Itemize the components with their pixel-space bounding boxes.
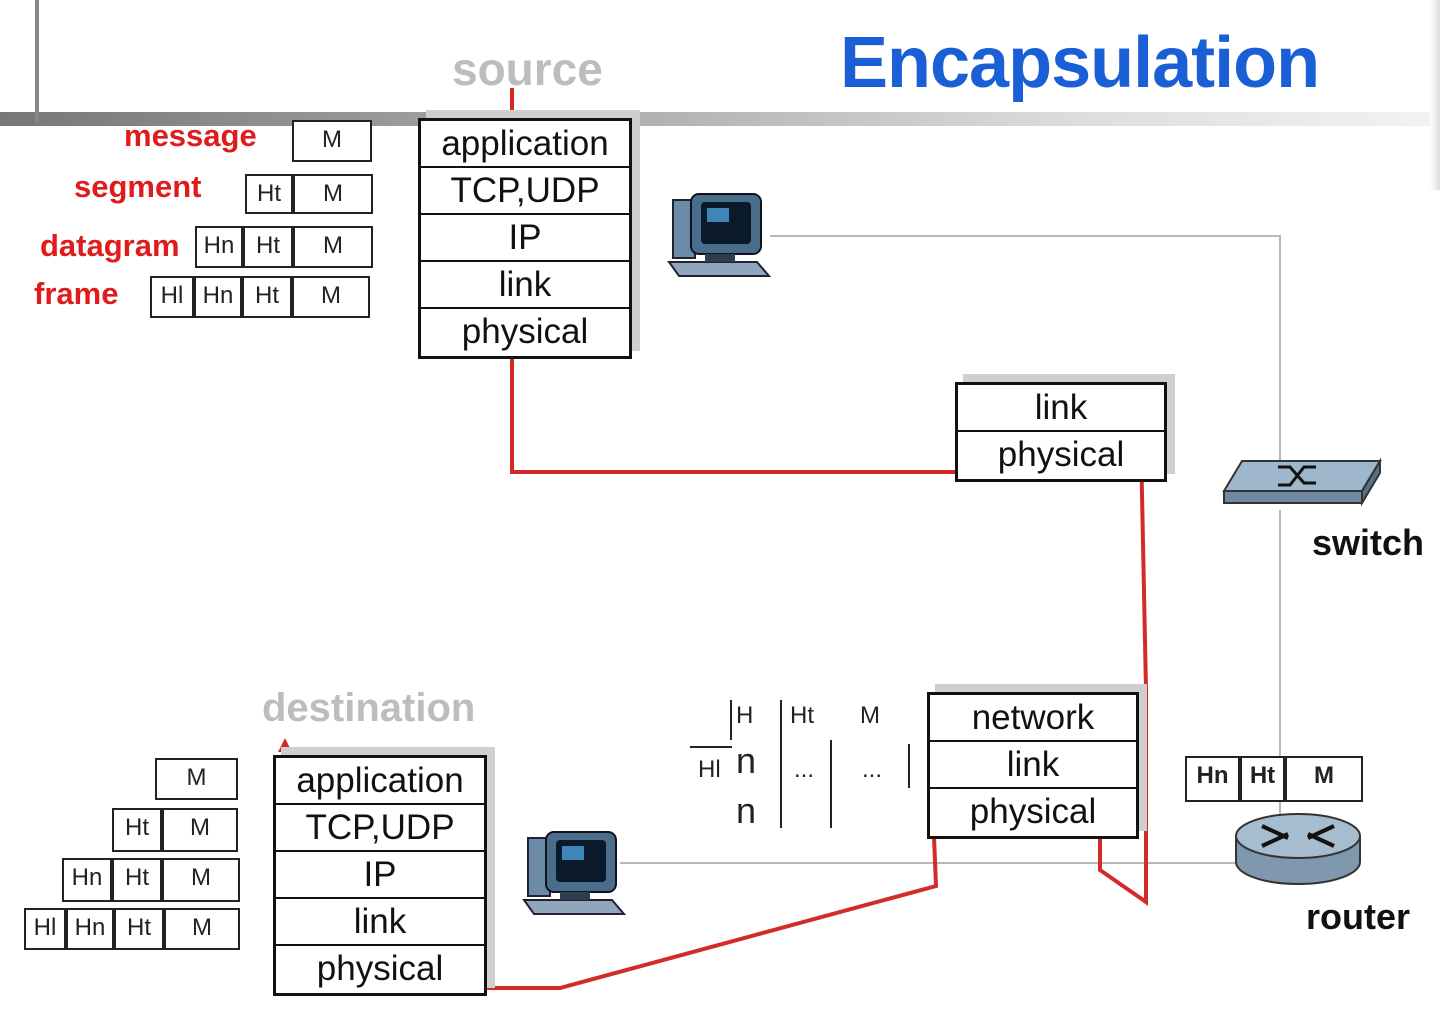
source-layer-link: link [421,262,629,309]
dest-segment-m-cell: M [162,808,238,852]
router-frame-hn-cell: Hn [1185,756,1240,802]
switch-label: switch [1312,522,1425,563]
fragment-ellipsis-1: ... [794,756,815,783]
switch-layer-physical: physical [997,435,1125,474]
router-fragment-cells: H Ht M Hl n n ... ... [690,696,920,832]
fragment-n-bottom: n [736,790,757,831]
dest-datagram-hn-cell: Hn [62,858,112,902]
frame-label: frame [34,276,119,311]
source-protocol-stack: application TCP,UDP IP link physical [418,118,632,359]
dest-datagram-m-cell: M [162,858,240,902]
destination-protocol-stack: application TCP,UDP IP link physical [273,755,487,996]
fragment-ellipsis-2: ... [862,756,883,783]
datagram-hn-cell: Hn [195,226,243,268]
fragment-hl: Hl [698,756,721,783]
router-layer-network: network [930,695,1136,742]
segment-label: segment [74,169,202,204]
destination-label: destination [262,686,476,730]
host-switch-link [770,235,1281,462]
destination-layer-physical: physical [316,949,444,988]
fragment-n-top: n [736,740,757,781]
message-label: message [124,118,257,153]
slide-title: Encapsulation [840,23,1320,103]
switch-layer-link: link [958,385,1164,432]
fragment-h: H [736,702,754,729]
frame-m-cell: M [292,276,370,318]
source-label: source [452,43,603,95]
right-edge [1430,0,1440,190]
left-rule [35,0,39,122]
segment-ht-cell: Ht [245,174,293,214]
dest-frame-m-cell: M [164,908,240,950]
arrow-head-icon [278,738,292,752]
router-layer-physical: physical [969,792,1097,831]
router-label: router [1306,896,1411,937]
datagram-m-cell: M [293,226,373,268]
frame-ht-cell: Ht [242,276,292,318]
source-computer-icon [667,193,772,277]
dest-frame-hl-cell: Hl [24,908,66,950]
router-frame-m-cell: M [1285,756,1363,802]
dest-datagram-ht-cell: Ht [112,858,162,902]
source-layer-network: IP [421,215,629,262]
source-layer-application: application [421,121,629,168]
destination-layer-transport: TCP,UDP [276,805,484,852]
destination-layer-application: application [276,758,484,805]
dest-message-m-cell: M [155,758,238,800]
datagram-label: datagram [40,228,180,263]
dest-frame-hn-cell: Hn [66,908,114,950]
router-frame-ht-cell: Ht [1240,756,1285,802]
frame-hl-cell: Hl [150,276,194,318]
frame-hn-cell: Hn [194,276,242,318]
router-icon [1235,813,1361,885]
source-layer-transport: TCP,UDP [421,168,629,215]
destination-computer-icon [522,831,627,915]
segment-m-cell: M [293,174,373,214]
switch-icon [1222,457,1382,507]
switch-protocol-stack: link physical [955,382,1167,482]
router-layer-link: link [930,742,1136,789]
router-protocol-stack: network link physical [927,692,1139,839]
dest-frame-ht-cell: Ht [114,908,164,950]
message-m-cell: M [292,120,372,162]
fragment-m: M [860,702,880,729]
fragment-ht: Ht [790,702,814,729]
dest-segment-ht-cell: Ht [112,808,162,852]
datagram-ht-cell: Ht [243,226,293,268]
destination-layer-network: IP [276,852,484,899]
destination-layer-link: link [276,899,484,946]
source-layer-physical: physical [461,312,589,351]
